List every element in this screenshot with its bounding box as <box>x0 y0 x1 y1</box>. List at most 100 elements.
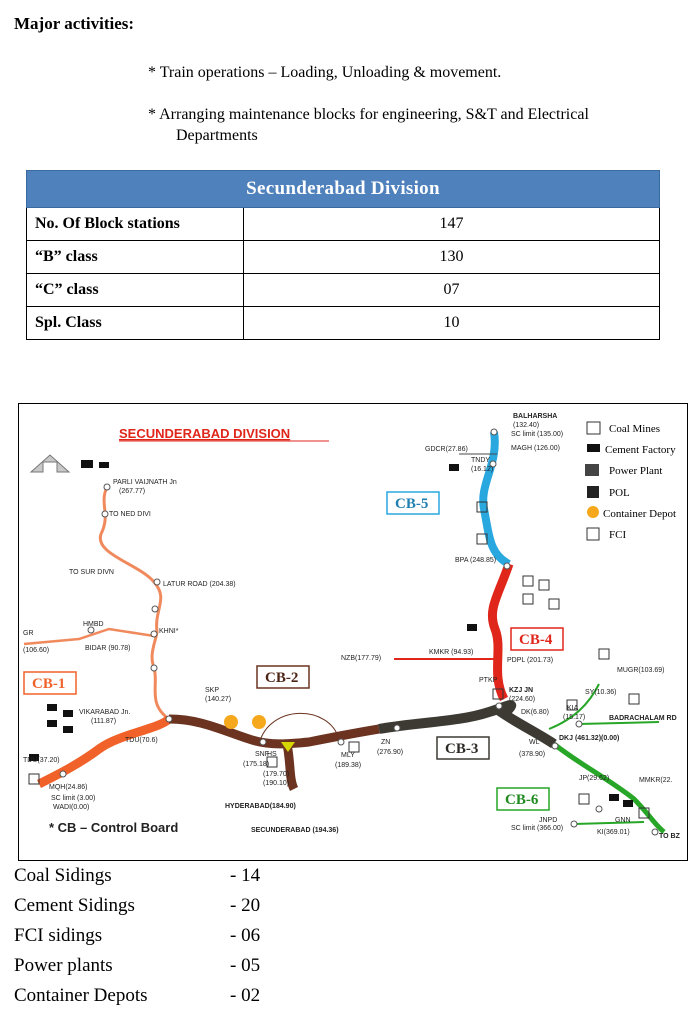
siding-count: - 02 <box>230 985 261 1006</box>
station-km: (132.40) <box>513 422 539 429</box>
station-km: (276.90) <box>377 749 403 756</box>
station-label: KIA <box>567 705 579 712</box>
station-label: DK(6.80) <box>521 709 549 716</box>
station-km: (29.62) <box>587 775 609 782</box>
legend-power-plant: Power Plant <box>609 465 662 477</box>
cb-1-label: CB-1 <box>32 676 65 692</box>
station-label: ZN <box>381 739 390 746</box>
cement-factory-legend-icon <box>587 444 600 452</box>
map-title: SECUNDERABAD DIVISION <box>119 426 290 441</box>
station-km: (175.18) <box>243 761 269 768</box>
activity-item-maintenance-line1: * Arranging maintenance blocks for engin… <box>148 106 589 123</box>
power-plant-icon <box>81 460 93 468</box>
station-label: BALHARSHA <box>513 413 557 420</box>
cb-1-box <box>23 671 77 695</box>
station-label: TDU(70.6) <box>125 737 158 744</box>
junction-marker-icon <box>281 742 295 752</box>
container-depot-icon <box>224 715 238 729</box>
siding-count: - 06 <box>230 925 261 946</box>
siding-count: - 05 <box>230 955 261 976</box>
station-km: (179.70) <box>263 771 289 778</box>
legend-coal-mines: Coal Mines <box>609 423 660 435</box>
cb-3-box <box>436 736 490 760</box>
station-label: TDU(37.20) <box>23 757 60 764</box>
siding-label: Coal Sidings <box>14 865 112 886</box>
station-km: (224.60) <box>509 696 535 703</box>
station-label: PDPL (201.73) <box>507 657 553 664</box>
station-label: JP <box>579 775 588 782</box>
route-parli-vikarabad <box>98 486 170 721</box>
station-label: TO BZ <box>659 833 681 840</box>
container-depot-legend-icon <box>587 506 599 518</box>
route-balharsha-bpa <box>479 431 512 568</box>
station-label: TO NED DIVI <box>109 511 151 518</box>
station-label: MMKR(22. <box>639 777 673 784</box>
map-legend: Coal Mines Cement Factory Power Plant PO… <box>585 421 676 541</box>
fci-icon <box>348 741 360 753</box>
row-label: No. Of Block stations <box>26 207 244 241</box>
route-gr-khni <box>23 627 155 646</box>
station-label: MAGH (126.00) <box>511 445 560 452</box>
division-table: Secunderabad Division No. Of Block stati… <box>26 170 660 340</box>
row-label: Spl. Class <box>26 306 244 340</box>
station-label: SY(10.36) <box>585 689 617 696</box>
cb-2-label: CB-2 <box>265 670 298 686</box>
coal-mine-icon <box>598 648 610 660</box>
station-label: GDCR(27.86) <box>425 446 468 453</box>
coal-mine-icon <box>476 501 488 513</box>
route-secunderabad-warangal <box>378 700 557 749</box>
cement-factory-icon <box>467 624 477 631</box>
coal-mine-icon <box>566 699 578 711</box>
station-label-secunderabad: SECUNDERABAD (194.36) <box>251 827 339 834</box>
major-activities-heading: Major activities: <box>14 14 135 33</box>
table-row: Spl. Class 10 <box>26 306 660 340</box>
coal-mines-legend-icon <box>586 421 601 435</box>
station-label: KZJ JN <box>509 687 533 694</box>
cb-3-label: CB-3 <box>445 741 478 757</box>
activity-item-train-operations: * Train operations – Loading, Unloading … <box>148 64 502 81</box>
coal-mine-icon <box>522 575 534 587</box>
fci-icon <box>638 807 650 819</box>
coal-mine-icon <box>522 593 534 605</box>
station-label: MLY <box>341 752 355 759</box>
coal-mine-icon <box>628 693 640 705</box>
cb-5-box <box>386 491 440 515</box>
station-label: KMKR (94.93) <box>429 649 473 656</box>
siding-count: - 14 <box>230 865 261 886</box>
station-label: BADRACHALAM RD <box>609 715 677 722</box>
station-label: WADI(0.00) <box>53 804 89 811</box>
station-km: (140.27) <box>205 696 231 703</box>
cb-5-label: CB-5 <box>395 496 428 512</box>
station-km: (267.77) <box>119 488 145 495</box>
station-label: LATUR ROAD (204.38) <box>163 581 236 588</box>
station-label: HMBD <box>83 621 104 628</box>
station-km: (15.17) <box>563 714 585 721</box>
list-item: FCI sidings - 06 <box>14 925 314 955</box>
row-label: “B” class <box>26 240 244 274</box>
list-item: Cement Sidings - 20 <box>14 895 314 925</box>
station-label: KI(369.01) <box>597 829 630 836</box>
station-km: (189.38) <box>335 762 361 769</box>
list-item: Power plants - 05 <box>14 955 314 985</box>
station-label: PARLI VAIJNATH Jn <box>113 479 177 486</box>
station-km: (16.12) <box>471 466 493 473</box>
route-warangal-kazipet-south <box>552 742 666 834</box>
map-footnote: * CB – Control Board <box>49 820 178 835</box>
station-km: (190.10) <box>263 780 289 787</box>
station-label: SKP <box>205 687 219 694</box>
cement-factory-icon <box>63 710 73 717</box>
station-label: KHNI* <box>159 628 179 635</box>
station-km: (106.60) <box>23 647 49 654</box>
station-label: SC limit (366.00) <box>511 825 563 832</box>
station-label: WL <box>529 739 540 746</box>
row-label: “C” class <box>26 273 244 307</box>
cement-factory-icon <box>623 800 633 807</box>
route-badrachalam-branch <box>578 721 660 725</box>
activity-item-maintenance-blocks: * Arranging maintenance blocks for engin… <box>148 104 696 146</box>
station-label: GR <box>23 630 34 637</box>
station-label: HS <box>267 751 277 758</box>
fci-icon <box>28 773 40 785</box>
fci-icon <box>492 688 504 700</box>
route-bpa-kzj <box>487 562 514 702</box>
cement-factory-icon <box>47 720 57 727</box>
